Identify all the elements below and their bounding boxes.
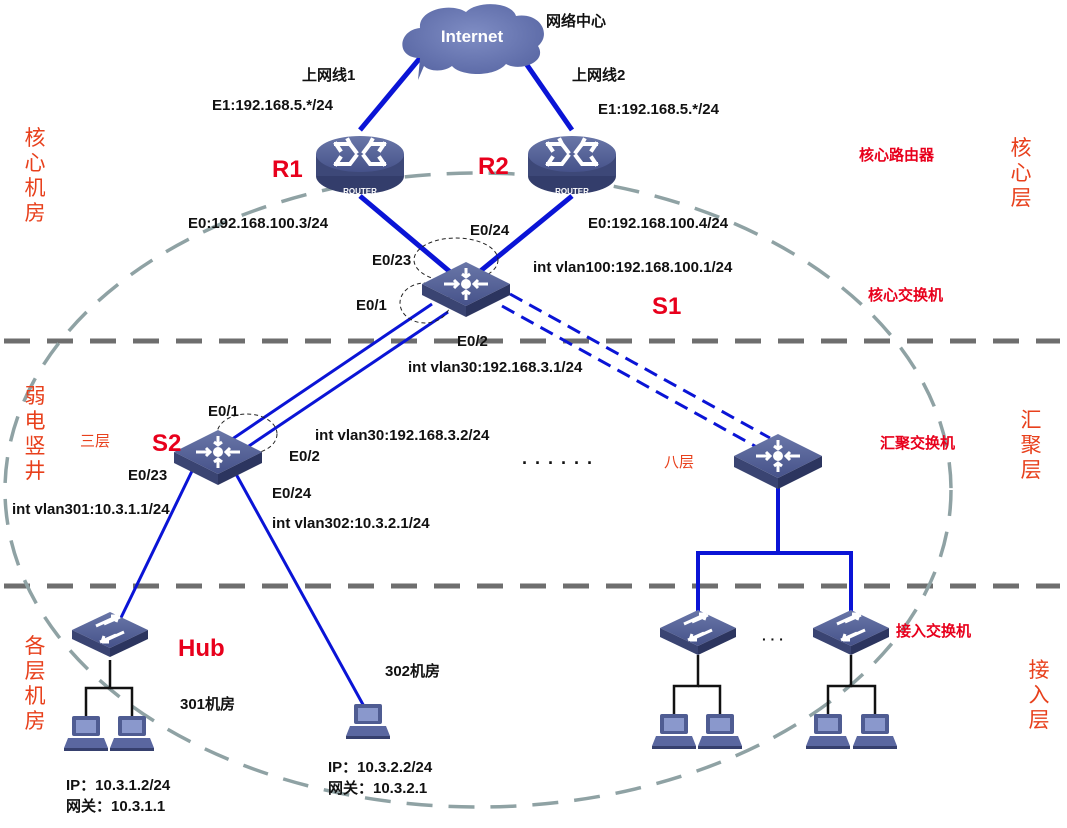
8f-floor-label: 八层 (664, 454, 695, 471)
links (114, 50, 853, 711)
router-r2[interactable] (526, 134, 618, 196)
layer-aggregation: 汇聚层 (1020, 409, 1042, 482)
uplink-1-ip: E1:192.168.5.*/24 (212, 97, 333, 114)
layer-core: 核心层 (1010, 137, 1032, 210)
role-access-switch: 接入交换机 (896, 623, 972, 640)
uplink-1-label: 上网线1 (302, 67, 356, 84)
pc-access2-2[interactable] (853, 714, 897, 749)
role-aggregation-switch: 汇聚交换机 (880, 435, 956, 452)
access-switch-1[interactable] (658, 608, 738, 657)
link-8f-access-2 (778, 551, 853, 620)
router-r1-e0: E0:192.168.100.3/24 (188, 215, 329, 232)
lan-links (84, 655, 877, 718)
router-r1-name: R1 (272, 156, 303, 183)
room-302-ip: IP：10.3.2.2/24 (328, 759, 433, 776)
zone-ellipse (3, 171, 953, 809)
zone-core-room: 核心机房 (24, 127, 46, 225)
distribution-switch-s2[interactable] (172, 428, 264, 487)
zone-floor-rooms: 各层机房 (24, 635, 46, 733)
s1-port-e0-2: E0/2 (457, 333, 488, 350)
link-s1-8f-a (509, 292, 771, 440)
s2-floor-label: 三层 (80, 433, 111, 450)
hub-switch[interactable] (70, 610, 150, 659)
link-8f-access (696, 488, 780, 620)
internet-cloud: Internet (402, 4, 544, 80)
s1-vlan30: int vlan30:192.168.3.1/24 (408, 359, 583, 376)
distribution-ellipsis: · · · · · · (522, 453, 594, 473)
role-core-switch: 核心交换机 (868, 287, 944, 304)
s2-vlan301: int vlan301:10.3.1.1/24 (12, 501, 170, 518)
core-switch-s1-name: S1 (652, 293, 682, 320)
pc-access1-2[interactable] (698, 714, 742, 749)
room-302-gateway: 网关：10.3.2.1 (328, 780, 428, 797)
router-r2-e0: E0:192.168.100.4/24 (588, 215, 729, 232)
link-s1-s2-a (221, 302, 433, 448)
distribution-switch-s2-name: S2 (152, 430, 182, 457)
link-s2-hub (114, 468, 195, 629)
link-s2-302 (234, 473, 368, 711)
pc-301-1[interactable] (64, 716, 108, 751)
uplink-2-label: 上网线2 (572, 67, 626, 84)
room-301-gateway: 网关：10.3.1.1 (66, 798, 166, 815)
core-switch-s1[interactable] (420, 260, 512, 319)
s2-port-e0-23: E0/23 (128, 467, 168, 484)
hub-label: Hub (178, 635, 225, 662)
uplink-2-ip: E1:192.168.5.*/24 (598, 101, 719, 118)
role-core-router: 核心路由器 (859, 147, 935, 164)
s2-port-e0-24: E0/24 (272, 485, 312, 502)
room-301-name: 301机房 (180, 696, 236, 713)
pc-302[interactable] (346, 704, 390, 739)
s1-port-e0-1: E0/1 (356, 297, 387, 314)
room-301-ip: IP：10.3.1.2/24 (66, 777, 171, 794)
router-r1[interactable] (314, 134, 406, 196)
distribution-switch-8f[interactable] (732, 432, 824, 491)
zone-weak-current-shaft: 弱电竖井 (24, 385, 46, 483)
link-internet-r1 (358, 50, 427, 132)
link-s1-8f-b (501, 304, 763, 452)
router-r2-name: R2 (478, 153, 509, 180)
s2-vlan302: int vlan302:10.3.2.1/24 (272, 515, 430, 532)
s1-port-e0-23: E0/23 (372, 252, 412, 269)
network-center-label: 网络中心 (546, 13, 607, 30)
router-r2-badge: ROUTER (555, 187, 589, 196)
s2-port-e0-1: E0/1 (208, 403, 239, 420)
router-r1-badge: ROUTER (343, 187, 377, 196)
layer-access: 接入层 (1028, 659, 1050, 732)
s1-vlan100: int vlan100:192.168.100.1/24 (533, 259, 733, 276)
pc-access2-1[interactable] (806, 714, 850, 749)
room-302-name: 302机房 (385, 663, 441, 680)
pc-access1-1[interactable] (652, 714, 696, 749)
s1-port-e0-24: E0/24 (470, 222, 510, 239)
access-ellipsis: · · · (762, 631, 784, 647)
access-switch-2[interactable] (811, 608, 891, 657)
link-r2-s1 (476, 194, 574, 275)
internet-label: Internet (441, 27, 504, 46)
s2-port-e0-2: E0/2 (289, 448, 320, 465)
link-s1-s2-b (236, 310, 449, 456)
pc-301-2[interactable] (110, 716, 154, 751)
link-r1-s1 (358, 194, 457, 278)
s2-vlan30: int vlan30:192.168.3.2/24 (315, 427, 490, 444)
